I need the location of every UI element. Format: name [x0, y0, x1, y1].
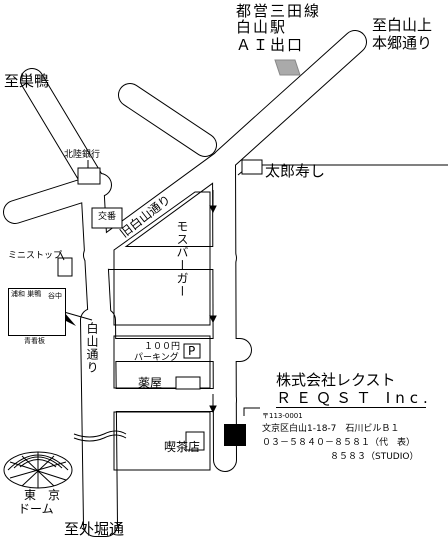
cafe-label: 喫茶店: [164, 440, 201, 454]
tokyo-dome-label-2: ドーム: [18, 502, 54, 516]
station-exit-label: ＡＩ出口: [236, 36, 305, 54]
block-mos: [113, 191, 211, 326]
station-line-label: 都営三田線: [236, 2, 322, 20]
direction-hakusan-ue: 至白山上: [372, 16, 433, 34]
block-parking: [113, 335, 211, 389]
hokuriku-bank-box: [77, 167, 101, 185]
road-break-mark: [73, 434, 127, 442]
company-location-marker: [224, 424, 246, 446]
mini-stop-label: ミニストップ: [8, 251, 63, 261]
tokyo-dome-label-1: 東 京: [24, 488, 61, 502]
direction-sotobori: 至外堀通: [64, 520, 125, 538]
block-cafe: [113, 411, 211, 471]
pharmacy-box: [175, 376, 201, 390]
parking-price-label: １００円: [144, 342, 181, 352]
parking-label: パーキング: [134, 353, 179, 363]
direction-sugamo: 至巣鴨: [4, 72, 50, 90]
company-name-jp: 株式会社レクスト: [276, 371, 396, 389]
pharmacy-label: 薬屋: [138, 376, 163, 390]
tokyo-dome-icon: [3, 451, 73, 489]
koban-label: 交番: [98, 212, 117, 222]
cafe-box: [185, 431, 205, 451]
taro-sushi-box: [241, 159, 263, 175]
parking-p-label: P: [188, 344, 196, 358]
koban-box: [91, 207, 123, 229]
parking-box: [183, 343, 201, 359]
company-studio-phone: ８５８３（STUDIO）: [330, 452, 419, 462]
direction-hongo-dori: 本郷通り: [372, 34, 433, 52]
company-zip: 〒113-0001: [262, 412, 303, 420]
station-name-label: 白山駅: [236, 18, 288, 36]
company-address: 文京区白山1-18-7 石川ビルＢ１: [262, 424, 400, 434]
mos-burger-label: モスバーガー: [175, 220, 189, 298]
mini-stop-box: [57, 257, 73, 277]
blue-sign-board: [8, 288, 66, 336]
hokuriku-bank-label: 北陸銀行: [64, 150, 101, 160]
company-divider: [276, 407, 426, 408]
station-exit-marker: [274, 59, 301, 76]
hakusan-dori-label: 白山通り: [85, 322, 99, 374]
company-name-en: ＲＥＱＳＴ Inc.: [276, 389, 433, 407]
sign-board-caption: 青看板: [24, 337, 45, 345]
road-break-mark: [73, 430, 127, 438]
taro-sushi-label: 太郎寿し: [265, 162, 326, 180]
company-phone: ０３－５８４０－８５８１（代 表）: [262, 438, 416, 448]
sign-board-left-text: 浦和 巣鴨: [11, 290, 42, 298]
sign-board-right-text: 谷中: [48, 292, 62, 300]
sign-board-pointer: [64, 312, 76, 326]
